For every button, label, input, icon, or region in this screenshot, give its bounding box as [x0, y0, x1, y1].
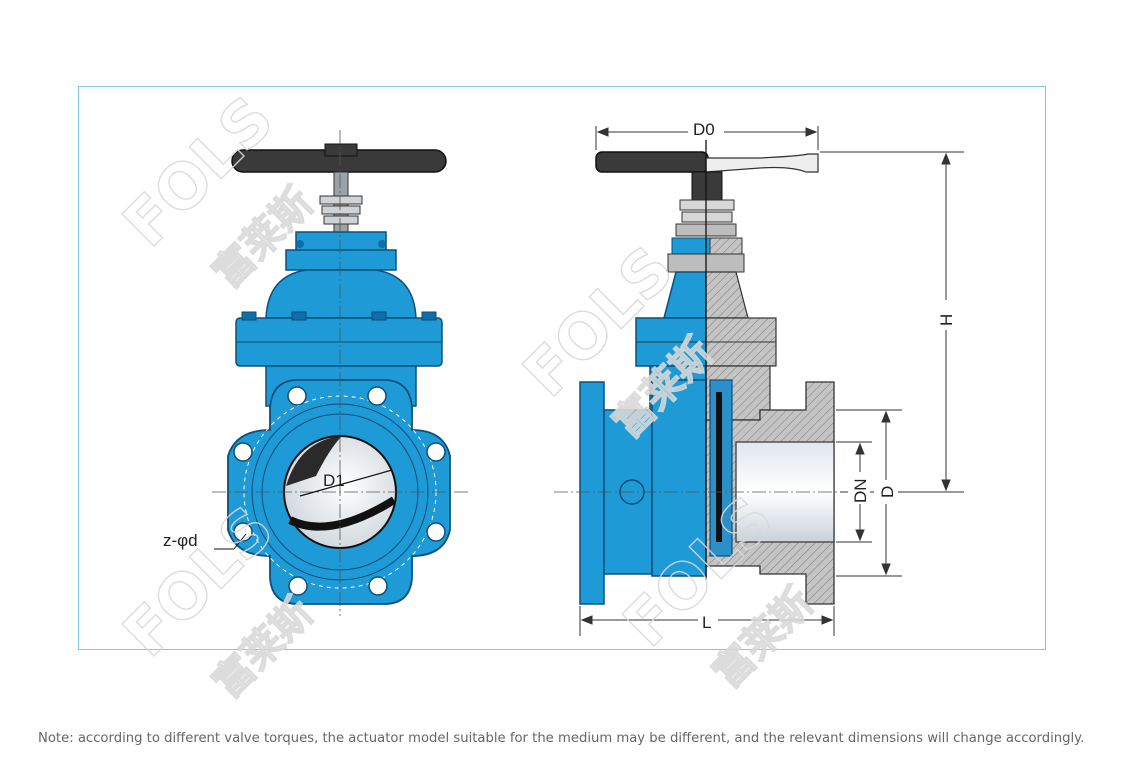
bonnet-front: [265, 269, 417, 319]
drawing-frame: [78, 86, 1046, 650]
dim-d: [836, 409, 902, 577]
label-dn: DN: [851, 478, 870, 503]
handwheel-side: [595, 151, 709, 173]
left-flange-side: [579, 381, 605, 605]
front-view: D1 z-φd: [163, 130, 468, 616]
label-d0: D0: [693, 120, 715, 139]
label-h: H: [937, 314, 956, 326]
footnote: Note: according to different valve torqu…: [38, 731, 1085, 746]
side-view: D0 H DN D: [554, 118, 964, 636]
label-l: L: [702, 613, 711, 632]
label-d: D: [878, 486, 897, 498]
bolt-holes-front: [233, 386, 446, 596]
label-z-phi-d: z-φd: [163, 531, 198, 550]
label-d1: D1: [323, 471, 345, 490]
